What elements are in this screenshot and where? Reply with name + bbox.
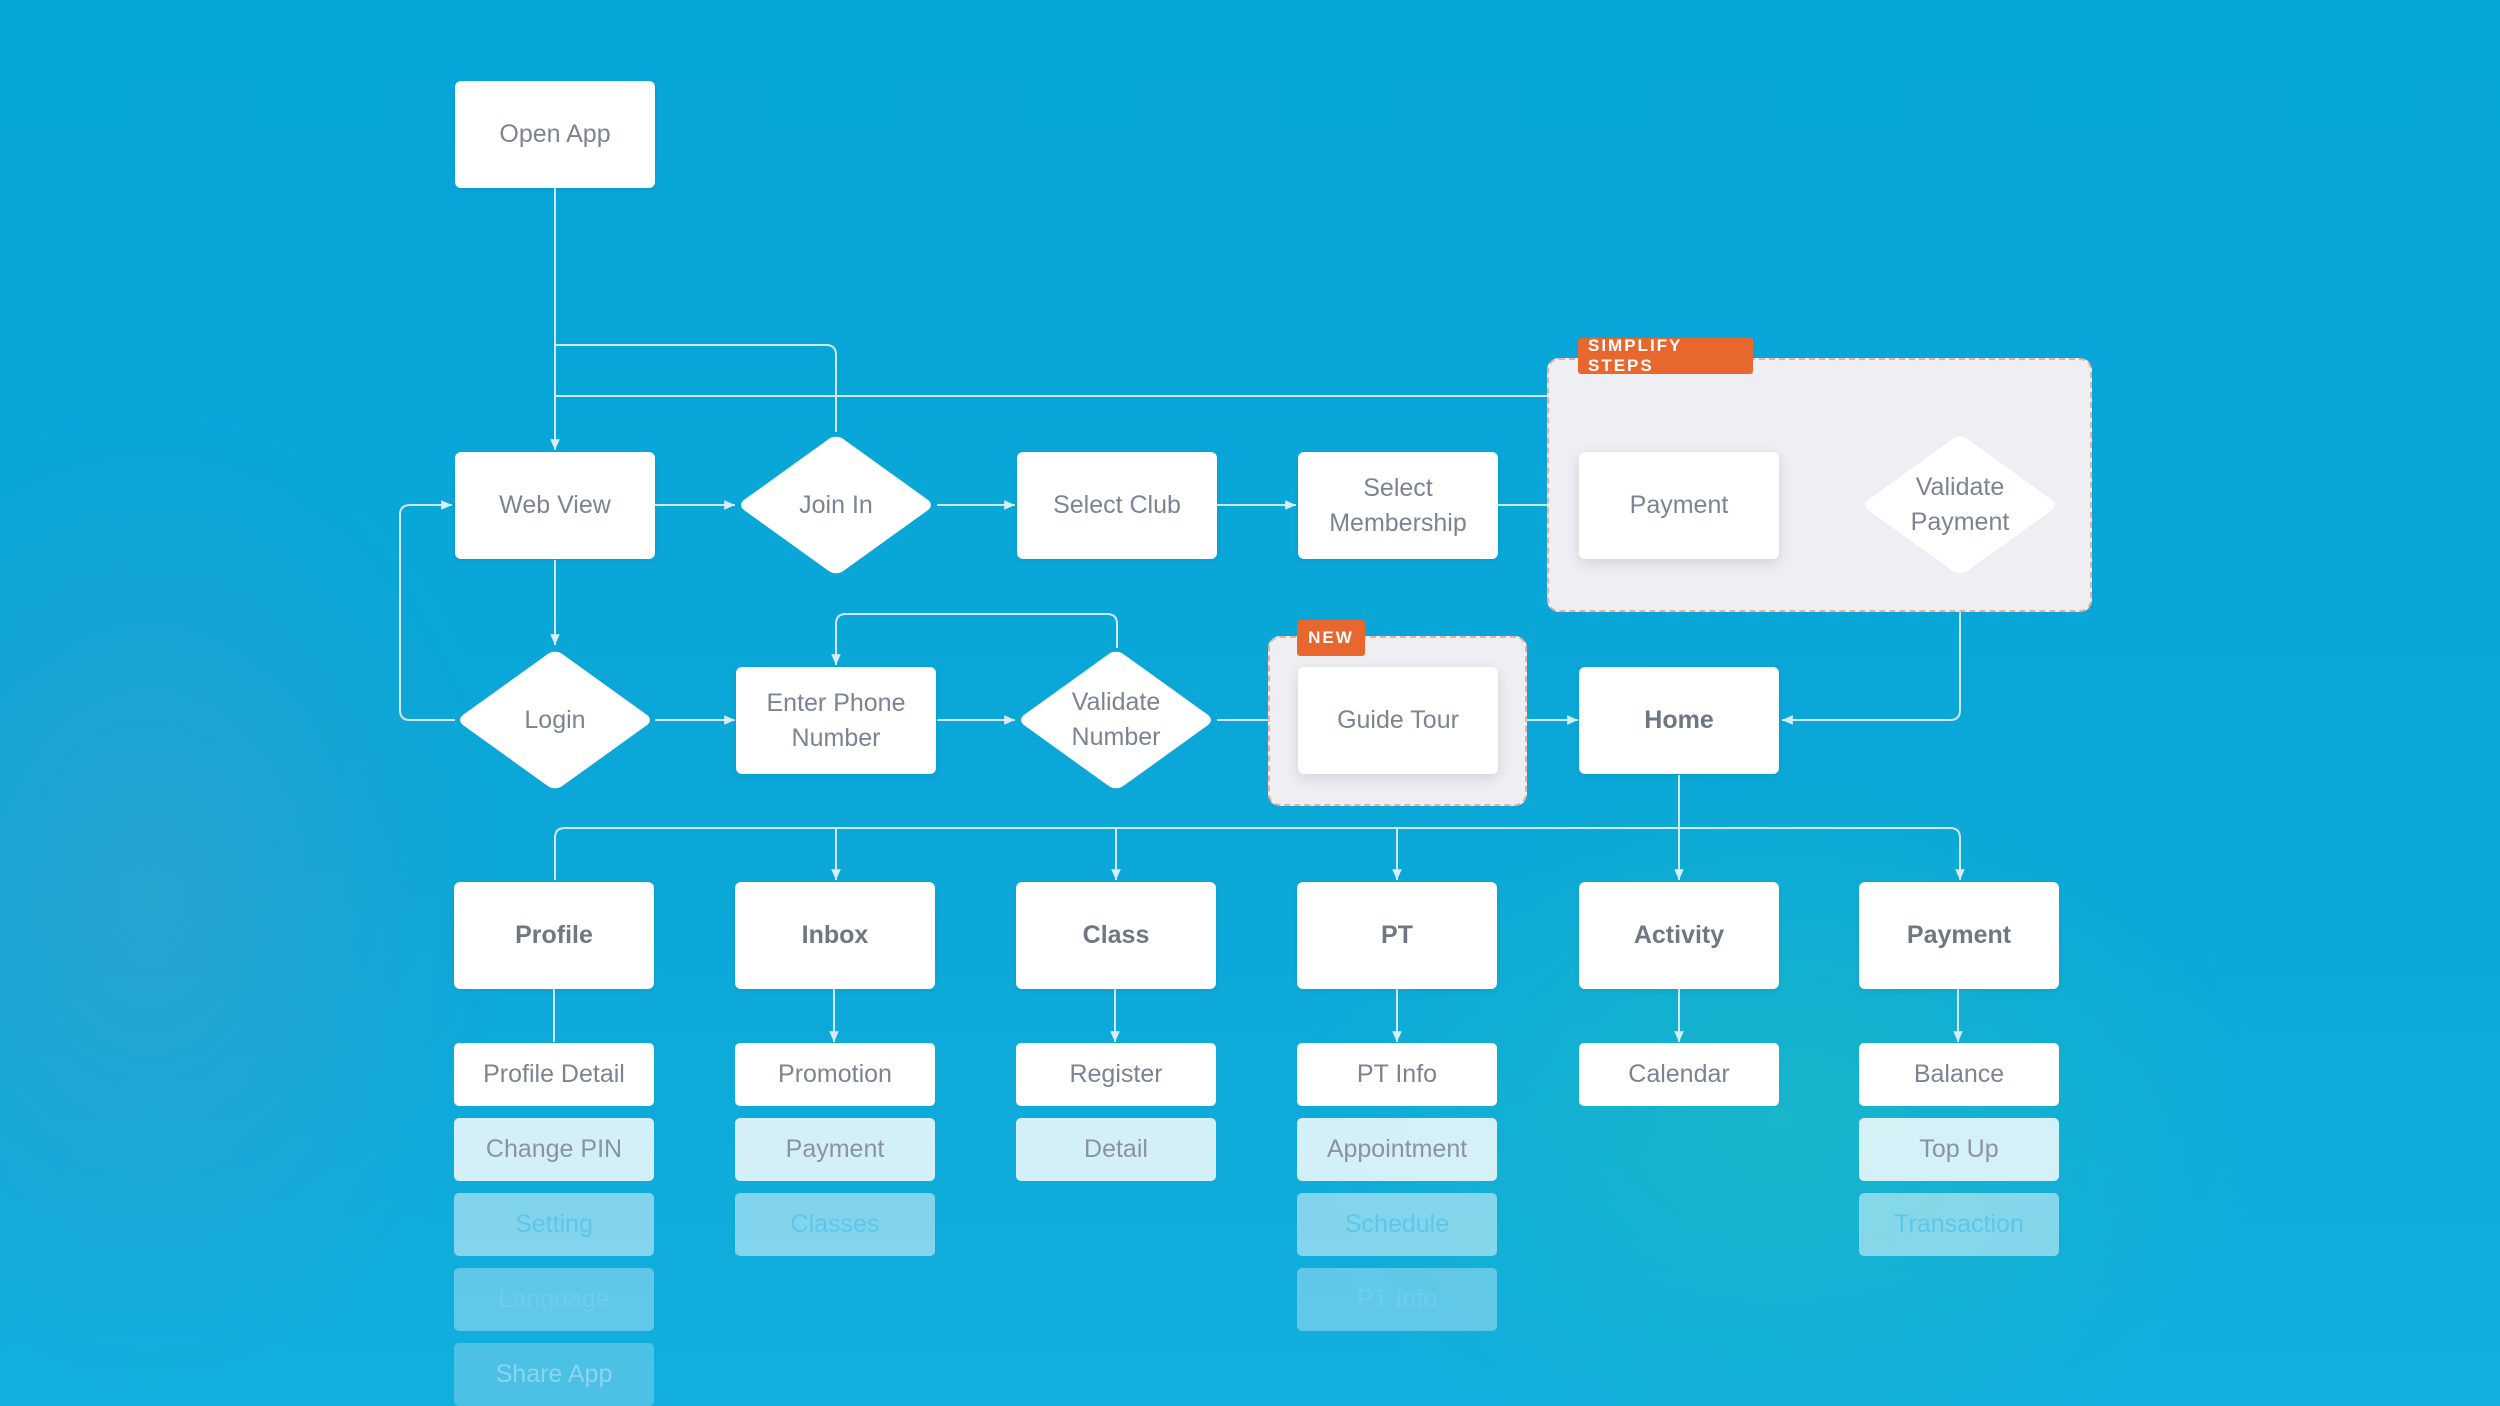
section-inbox[interactable]: Inbox bbox=[735, 882, 935, 989]
node-login[interactable]: Login bbox=[454, 645, 656, 795]
line-login-loop bbox=[399, 500, 455, 721]
join-in-label: Join In bbox=[799, 490, 873, 519]
sub-item[interactable]: Schedule bbox=[1297, 1193, 1497, 1256]
sub-item[interactable]: Payment bbox=[735, 1118, 935, 1181]
sub-item[interactable]: Detail bbox=[1016, 1118, 1216, 1181]
sub-item[interactable]: Profile Detail bbox=[454, 1043, 654, 1106]
node-validate-number[interactable]: Validate Number bbox=[1015, 645, 1217, 795]
new-tag: NEW bbox=[1297, 620, 1365, 656]
sub-item[interactable]: Appointment bbox=[1297, 1118, 1497, 1181]
sub-item[interactable]: Promotion bbox=[735, 1043, 935, 1106]
simplify-steps-tag: SIMPLIFY STEPS bbox=[1578, 336, 1753, 375]
sub-item[interactable]: Balance bbox=[1859, 1043, 2059, 1106]
sub-item[interactable]: Calendar bbox=[1579, 1043, 1779, 1106]
sub-item[interactable]: PT Info bbox=[1297, 1043, 1497, 1106]
sub-item[interactable]: Classes bbox=[735, 1193, 935, 1256]
login-label: Login bbox=[524, 705, 586, 734]
sub-item[interactable]: Top Up bbox=[1859, 1118, 2059, 1181]
sub-item[interactable]: PT Info bbox=[1297, 1268, 1497, 1331]
line-validate-loop bbox=[831, 613, 1118, 665]
section-profile[interactable]: Profile bbox=[454, 882, 654, 989]
node-enter-phone[interactable]: Enter Phone Number bbox=[736, 667, 936, 774]
node-select-club[interactable]: Select Club bbox=[1017, 452, 1217, 559]
node-guide-tour[interactable]: Guide Tour bbox=[1298, 667, 1498, 774]
line-sections-bus bbox=[554, 827, 1965, 880]
line-joinin-loop bbox=[555, 344, 837, 432]
sub-item[interactable]: Share App bbox=[454, 1343, 654, 1406]
node-open-app[interactable]: Open App bbox=[455, 81, 655, 188]
node-select-membership[interactable]: Select Membership bbox=[1298, 452, 1498, 559]
sub-item[interactable]: Language bbox=[454, 1268, 654, 1331]
validate-number-label: Validate Number bbox=[1071, 688, 1161, 751]
sub-item[interactable]: Register bbox=[1016, 1043, 1216, 1106]
sub-item[interactable]: Setting bbox=[454, 1193, 654, 1256]
node-web-view[interactable]: Web View bbox=[455, 452, 655, 559]
section-payment[interactable]: Payment bbox=[1859, 882, 2059, 989]
sub-item[interactable]: Change PIN bbox=[454, 1118, 654, 1181]
sub-item[interactable]: Transaction bbox=[1859, 1193, 2059, 1256]
section-activity[interactable]: Activity bbox=[1579, 882, 1779, 989]
line-validatepay-home bbox=[1782, 612, 1961, 725]
node-join-in[interactable]: Join In bbox=[735, 430, 937, 580]
node-validate-payment[interactable]: Validate Payment bbox=[1860, 430, 2060, 580]
validate-payment-label: Validate Payment bbox=[1910, 473, 2010, 536]
node-home[interactable]: Home bbox=[1579, 667, 1779, 774]
node-payment-flow[interactable]: Payment bbox=[1579, 452, 1779, 559]
section-pt[interactable]: PT bbox=[1297, 882, 1497, 989]
section-class[interactable]: Class bbox=[1016, 882, 1216, 989]
